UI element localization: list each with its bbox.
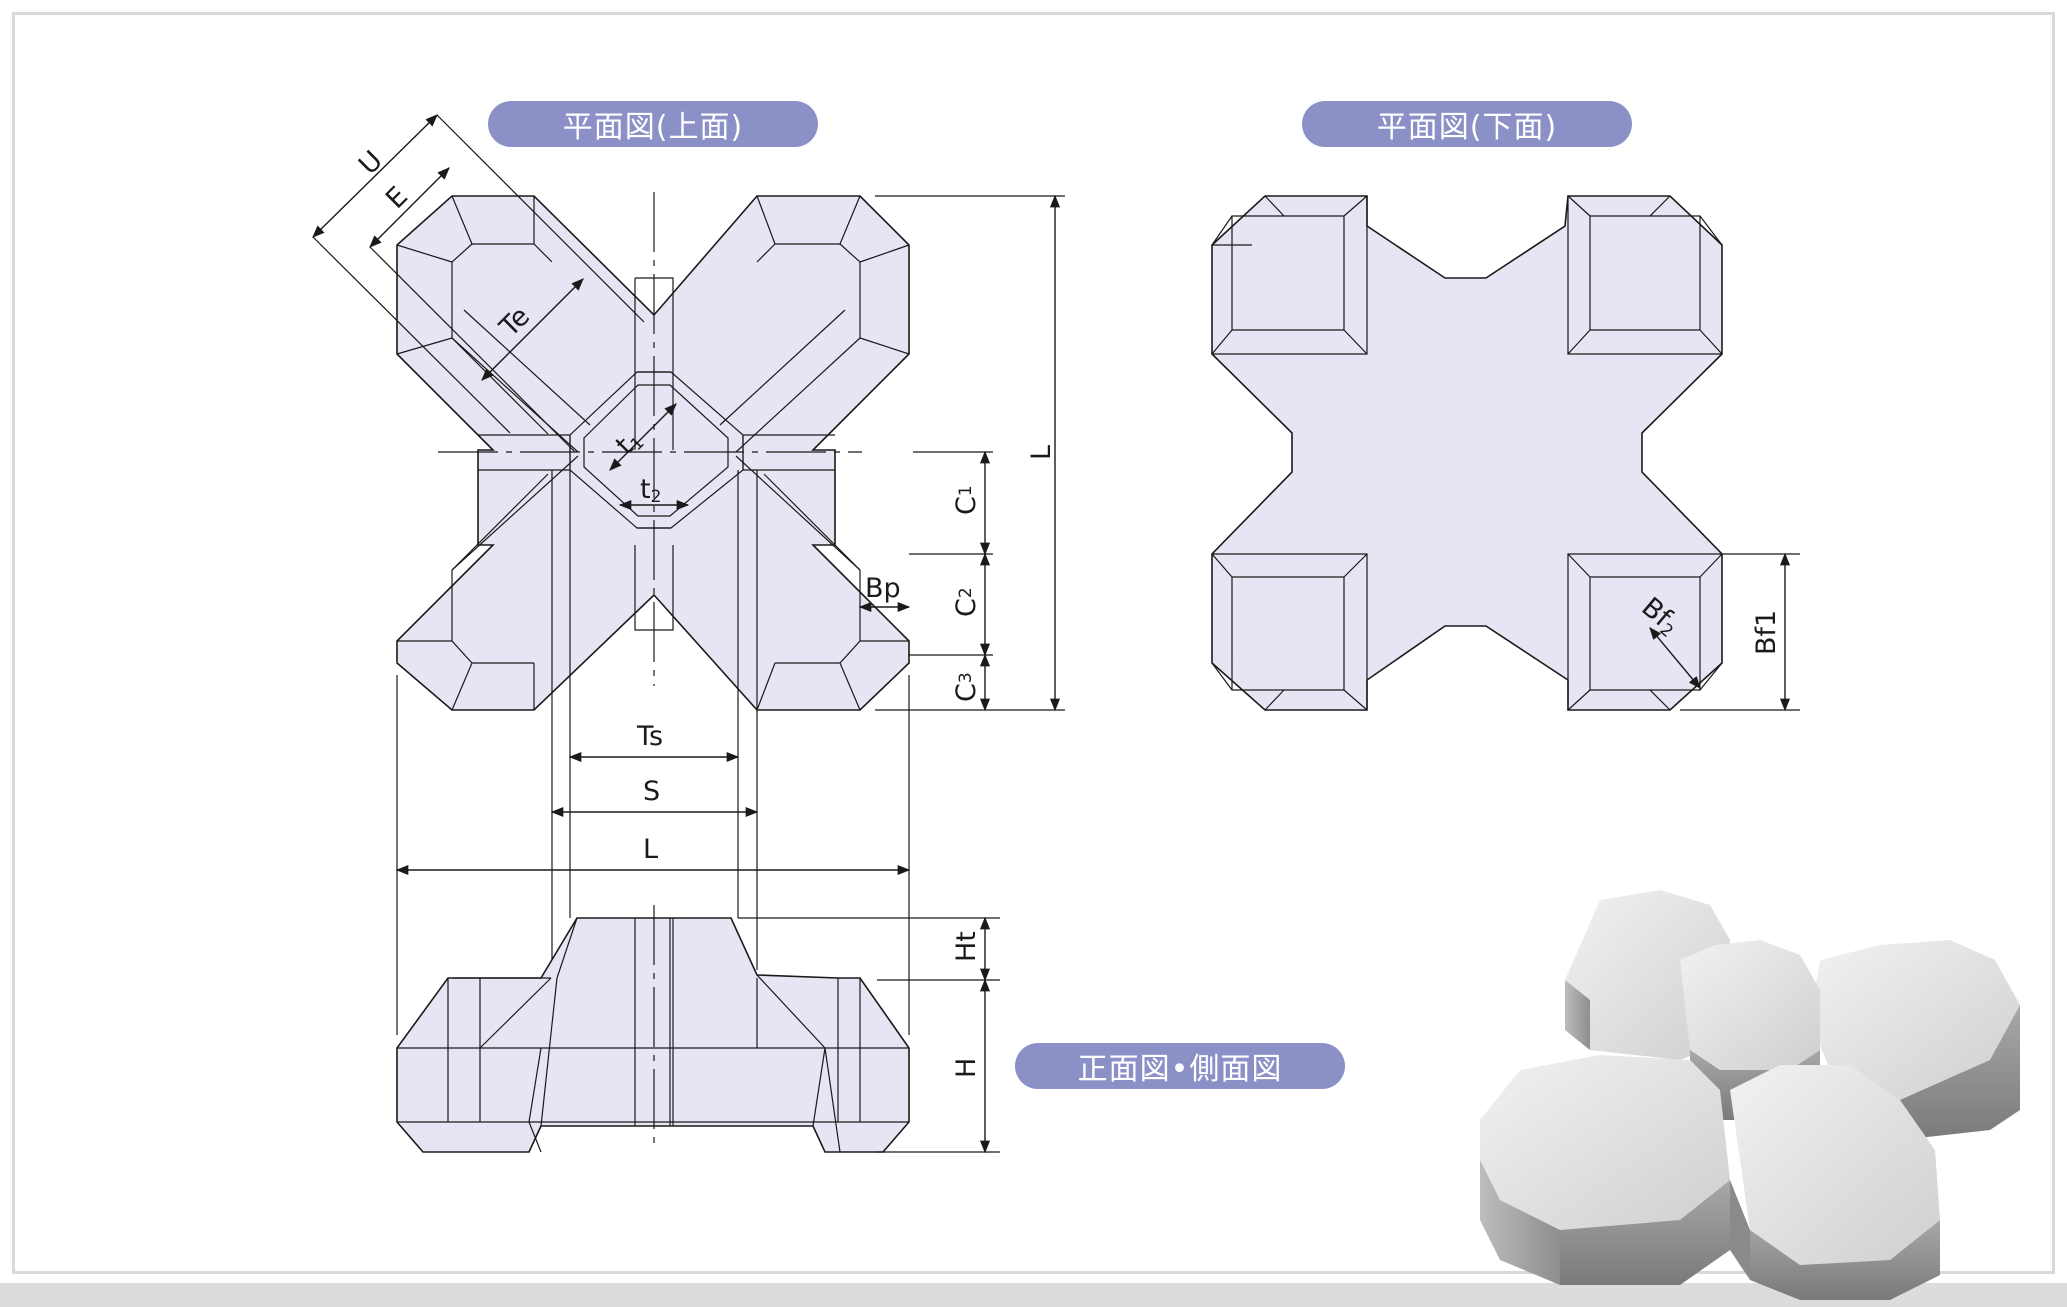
dim-Ts: Ts [636,721,663,752]
label-bottom-plan: 平面図(下面) [1302,101,1632,147]
front-side-view [396,905,1000,1154]
dim-t2: t2 [640,474,661,507]
bottom-plan-outline [1211,195,1723,711]
dim-H: H [951,1058,982,1078]
dim-Bp: Bp [865,573,901,604]
dim-C3: C3 [951,672,982,702]
dim-Bf1: Bf1 [1751,610,1782,655]
dim-E: E [380,181,414,215]
top-plan-outline [396,195,910,711]
top-plan-view [312,114,1065,1035]
dim-L-horizontal: L [643,834,658,865]
dim-S: S [643,776,660,807]
dim-C2: C2 [951,587,982,617]
dim-L-vertical: L [1026,445,1057,460]
label-top-plan: 平面図(上面) [488,101,818,147]
block-3d-render [1480,890,2020,1300]
dim-Ht: Ht [951,931,982,962]
bottom-bar [0,1283,2067,1307]
bottom-plan-view [1211,195,1800,712]
dim-U: U [353,145,389,181]
label-front-side: 正面図•側面図 [1015,1043,1345,1089]
front-view-outline [396,917,910,1153]
dim-C1: C1 [951,485,982,515]
